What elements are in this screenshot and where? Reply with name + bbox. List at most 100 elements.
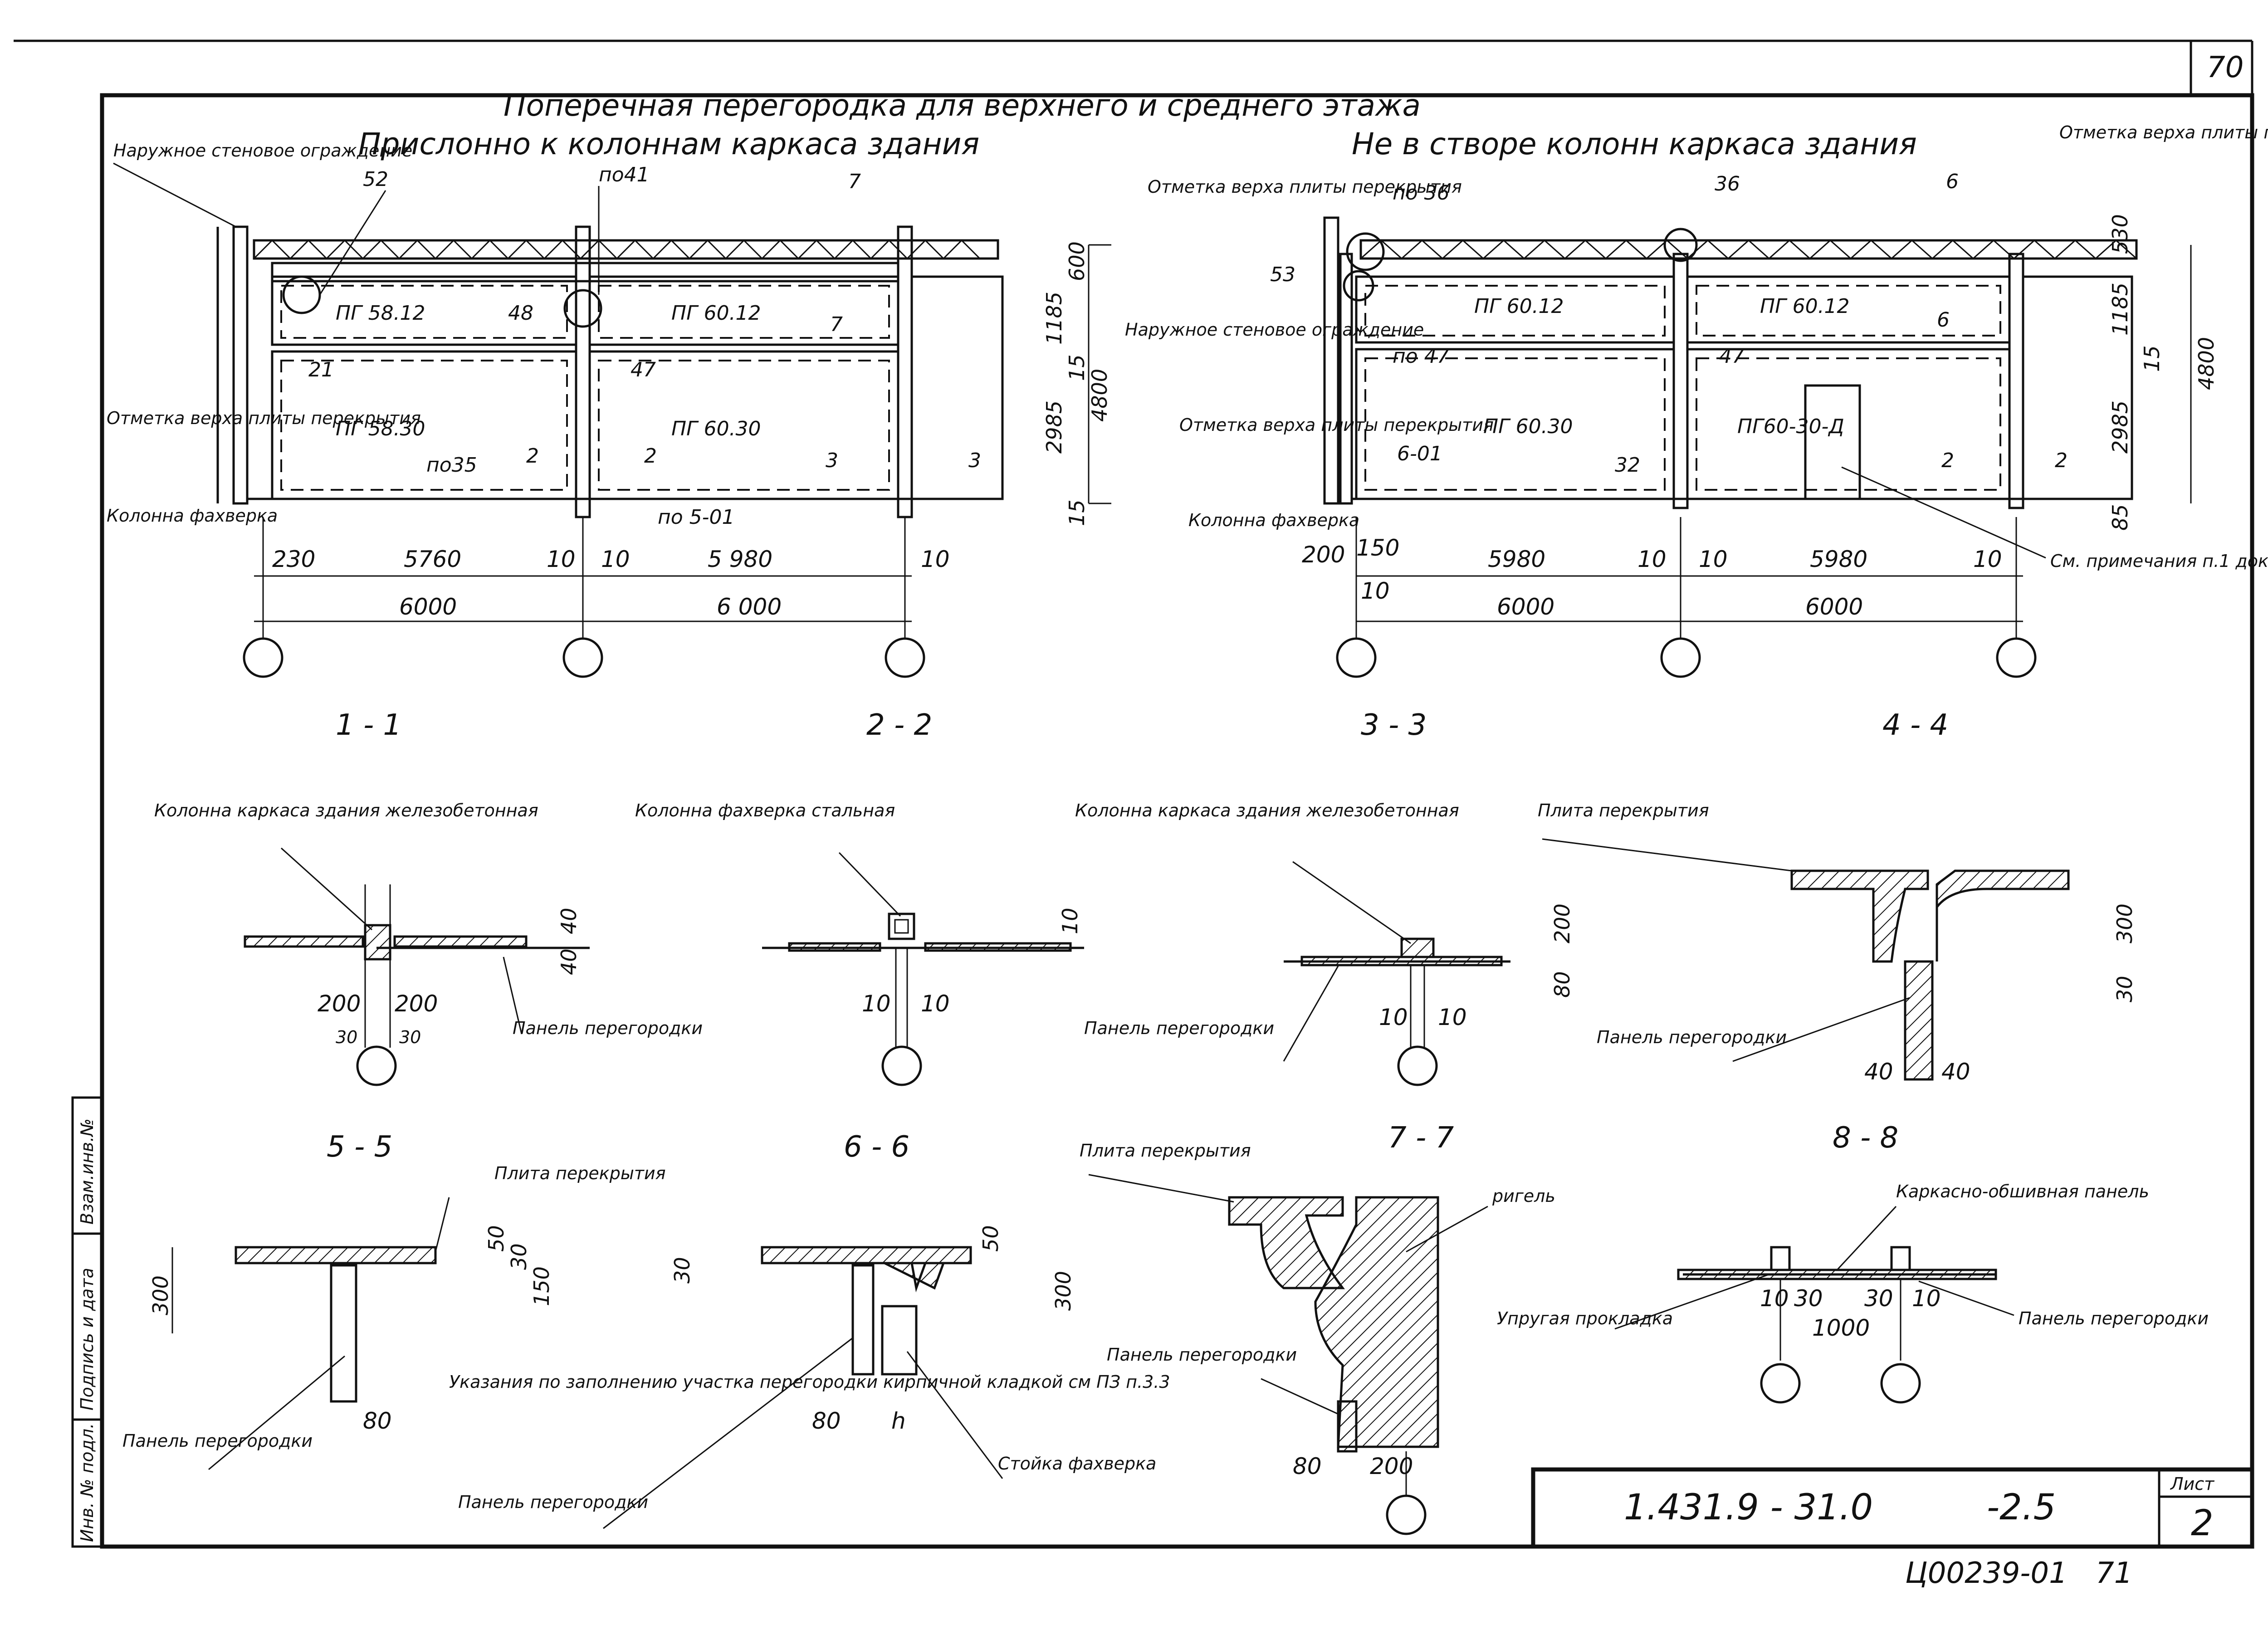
dim-v-4800: 4800 xyxy=(1087,369,1112,422)
section-7-7: 7 - 7 xyxy=(1388,1121,1454,1155)
detD-dim-30a: 30 xyxy=(1794,1285,1823,1312)
plan-5-5: Колонна каркаса здания железобетонная Па… xyxy=(154,800,703,1086)
plan7-dim-80: 80 xyxy=(1550,971,1574,998)
plan7-label-panel: Панель перегородки xyxy=(1084,1018,1274,1038)
title-line-1: Поперечная перегородка для верхнего и ср… xyxy=(503,88,1421,123)
panel-pg5830: ПГ 58.30 xyxy=(336,417,425,440)
detB-label-panel: Панель перегородки xyxy=(458,1492,648,1512)
detD-dim-10a: 10 xyxy=(1760,1285,1789,1312)
dim-r-150: 150 xyxy=(1356,535,1399,561)
cut-6-top: 6 xyxy=(1946,170,1959,193)
detB-dim-80: 80 xyxy=(812,1408,841,1434)
callout-32: 32 xyxy=(1615,454,1640,477)
title-block-code: 1.431.9 - 31.0 xyxy=(1624,1487,1873,1528)
plan5-dim-30a: 30 xyxy=(336,1027,357,1047)
cut-2a: 2 xyxy=(526,444,539,468)
callout-47: 47 xyxy=(631,358,656,381)
dim-r-5980a: 5980 xyxy=(1488,546,1545,572)
right-elevation: Отметка верха плиты перекрытия Отметка в… xyxy=(1125,122,2268,678)
detB-dim-30: 30 xyxy=(670,1257,694,1284)
sheet-frame: 70 xyxy=(14,39,2254,1549)
detail-a: Плита перекрытия Панель перегородки 300 … xyxy=(122,1163,666,1470)
dim-rv-4800: 4800 xyxy=(2194,337,2219,390)
sec8-dim-40a: 40 xyxy=(1864,1059,1893,1085)
dim-r-total-2: 6000 xyxy=(1805,594,1863,620)
side-stamp: Инв. № подл. Подпись и дата Взам.инв.№ xyxy=(71,1096,103,1548)
dim-rv-15: 15 xyxy=(2140,345,2164,372)
dim-total-2: 6 000 xyxy=(717,594,782,620)
sec8-dim-300: 300 xyxy=(2112,903,2137,943)
callout-48: 48 xyxy=(508,302,533,325)
panel-pg6030: ПГ 60.30 xyxy=(671,417,761,440)
dim-r-5980b: 5980 xyxy=(1810,546,1867,572)
section-labels: 1 - 1 2 - 2 3 - 3 4 - 4 5 - 5 6 - 6 7 - … xyxy=(327,708,1948,1164)
dim-r-10d: 10 xyxy=(1361,578,1390,604)
callout-po35: по35 xyxy=(426,454,477,477)
detD-dim-1000: 1000 xyxy=(1812,1315,1870,1341)
stamp-signature-date: Подпись и дата xyxy=(77,1268,97,1410)
cut-2c: 2 xyxy=(1941,449,1954,472)
column-label: Колонна фахверка xyxy=(107,506,278,526)
detC-label-beam: ригель xyxy=(1492,1186,1555,1206)
dim-10a: 10 xyxy=(547,546,576,572)
plan7-label-column: Колонна каркаса здания железобетонная xyxy=(1075,800,1459,820)
detD-label-panel-top: Каркасно-обшивная панель xyxy=(1896,1181,2149,1201)
dim-v-600: 600 xyxy=(1065,241,1089,281)
mark-label-left: Отметка верха плиты перекрытия xyxy=(1148,177,1462,197)
detB-dim-h: h xyxy=(891,1408,906,1434)
panel-pg5812: ПГ 58.12 xyxy=(336,302,425,325)
detB-dim-300: 300 xyxy=(1051,1271,1075,1311)
plan5-label-column: Колонна каркаса здания железобетонная xyxy=(154,800,538,820)
mark-label-right: Отметка верха плиты перекрытия xyxy=(2059,122,2268,142)
detC-label-slab: Плита перекрытия xyxy=(1080,1141,1251,1161)
callout-po41: по41 xyxy=(599,163,650,186)
panel-pg6012-b: ПГ 60.12 xyxy=(1760,295,1850,318)
detD-dim-30b: 30 xyxy=(1864,1285,1893,1312)
bottom-code: Ц00239-01 71 xyxy=(1905,1557,2132,1590)
section-4-4: 4 - 4 xyxy=(1882,708,1948,742)
detC-label-panel: Панель перегородки xyxy=(1107,1345,1297,1365)
dim-v-15a: 15 xyxy=(1065,354,1089,381)
dim-r-200: 200 xyxy=(1302,542,1345,568)
cut-3b: 3 xyxy=(968,449,981,472)
drawing-titles: Поперечная перегородка для верхнего и ср… xyxy=(358,88,1917,161)
detail-c: Плита перекрытия ригель Панель перегород… xyxy=(1080,1141,1555,1535)
detA-dim-30: 30 xyxy=(507,1243,531,1270)
cut-6-mid: 6 xyxy=(1937,308,1950,332)
plan-7-7: Колонна каркаса здания железобетонная Па… xyxy=(1075,800,1574,1086)
dim-r-10b: 10 xyxy=(1699,546,1728,572)
dim-r-10a: 10 xyxy=(1637,546,1667,572)
detA-dim-300: 300 xyxy=(148,1275,173,1315)
dim-v-1185: 1185 xyxy=(1042,292,1066,345)
cut-7-top: 7 xyxy=(848,170,861,193)
callout-po501: по 5-01 xyxy=(658,506,735,529)
dim-rv-530: 530 xyxy=(2108,214,2132,254)
plan5-label-panel: Панель перегородки xyxy=(513,1018,703,1038)
dim-v-15b: 15 xyxy=(1065,499,1089,526)
section-5-5: 5 - 5 xyxy=(327,1130,392,1164)
mark-label-lower: Отметка верха плиты перекрытия xyxy=(1179,415,1494,435)
detail-d: Каркасно-обшивная панель Упругая проклад… xyxy=(1497,1181,2209,1404)
plan5-dim-30b: 30 xyxy=(399,1027,421,1047)
note-label: См. примечания п.1 докум-22. л.1 xyxy=(2050,551,2268,571)
callout-47r: 47 xyxy=(1719,345,1745,368)
plan7-dim-200: 200 xyxy=(1550,903,1574,943)
title-block-sheet-label: Лист xyxy=(2170,1474,2215,1494)
plan6-label-column: Колонна фахверка стальная xyxy=(635,800,895,820)
detA-dim-80: 80 xyxy=(363,1408,392,1434)
ext-wall-label: Наружное стеновое ограждение xyxy=(113,141,412,161)
callout-21: 21 xyxy=(308,358,334,381)
title-block: 1.431.9 - 31.0 -2.5 Лист 2 xyxy=(1531,1467,2254,1549)
plan6-dim-10b: 10 xyxy=(921,991,950,1017)
dim-r-10c: 10 xyxy=(1973,546,2002,572)
plan6-dim-10a: 10 xyxy=(862,991,891,1017)
cut-2d: 2 xyxy=(2055,449,2068,472)
sec8-label-slab: Плита перекрытия xyxy=(1538,800,1709,820)
corner-number: 70 xyxy=(2207,51,2244,84)
detA-dim-50: 50 xyxy=(484,1225,508,1252)
sec8-label-panel: Панель перегородки xyxy=(1597,1027,1787,1047)
mark-label: Отметка верха плиты перекрытия xyxy=(107,408,421,428)
detD-label-panel: Панель перегородки xyxy=(2019,1308,2209,1328)
dim-5980: 5 980 xyxy=(708,546,772,572)
section-3-3: 3 - 3 xyxy=(1361,708,1427,742)
